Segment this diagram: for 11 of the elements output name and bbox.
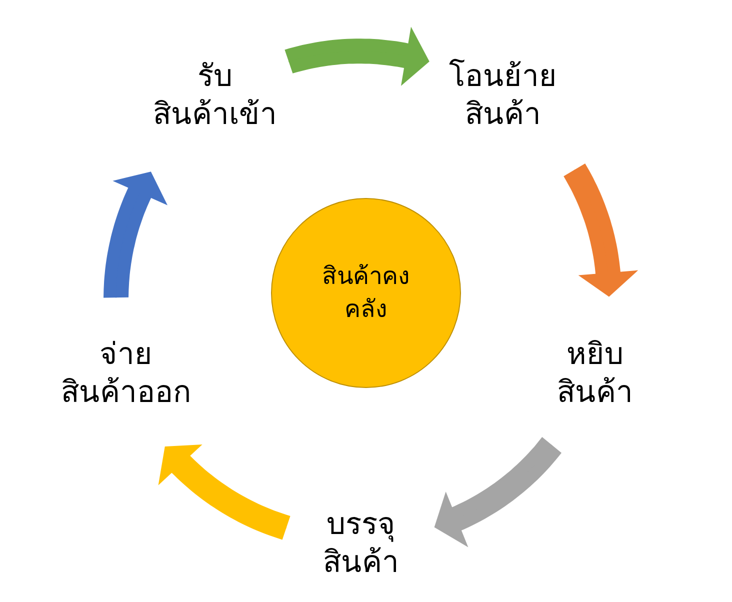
arrow (434, 437, 562, 548)
circle-node: สินค้าคงคลัง (271, 198, 461, 388)
arrow (284, 26, 430, 86)
arrow (104, 172, 168, 298)
step-label: หยิบสินค้า (557, 336, 633, 412)
step-label: จ่ายสินค้าออก (61, 336, 191, 412)
step-label: โอนย้ายสินค้า (449, 58, 557, 134)
step-label: รับสินค้าเข้า (153, 58, 277, 134)
arrow (158, 444, 290, 540)
step-label: บรรจุสินค้า (323, 506, 399, 582)
arrow (564, 164, 638, 297)
